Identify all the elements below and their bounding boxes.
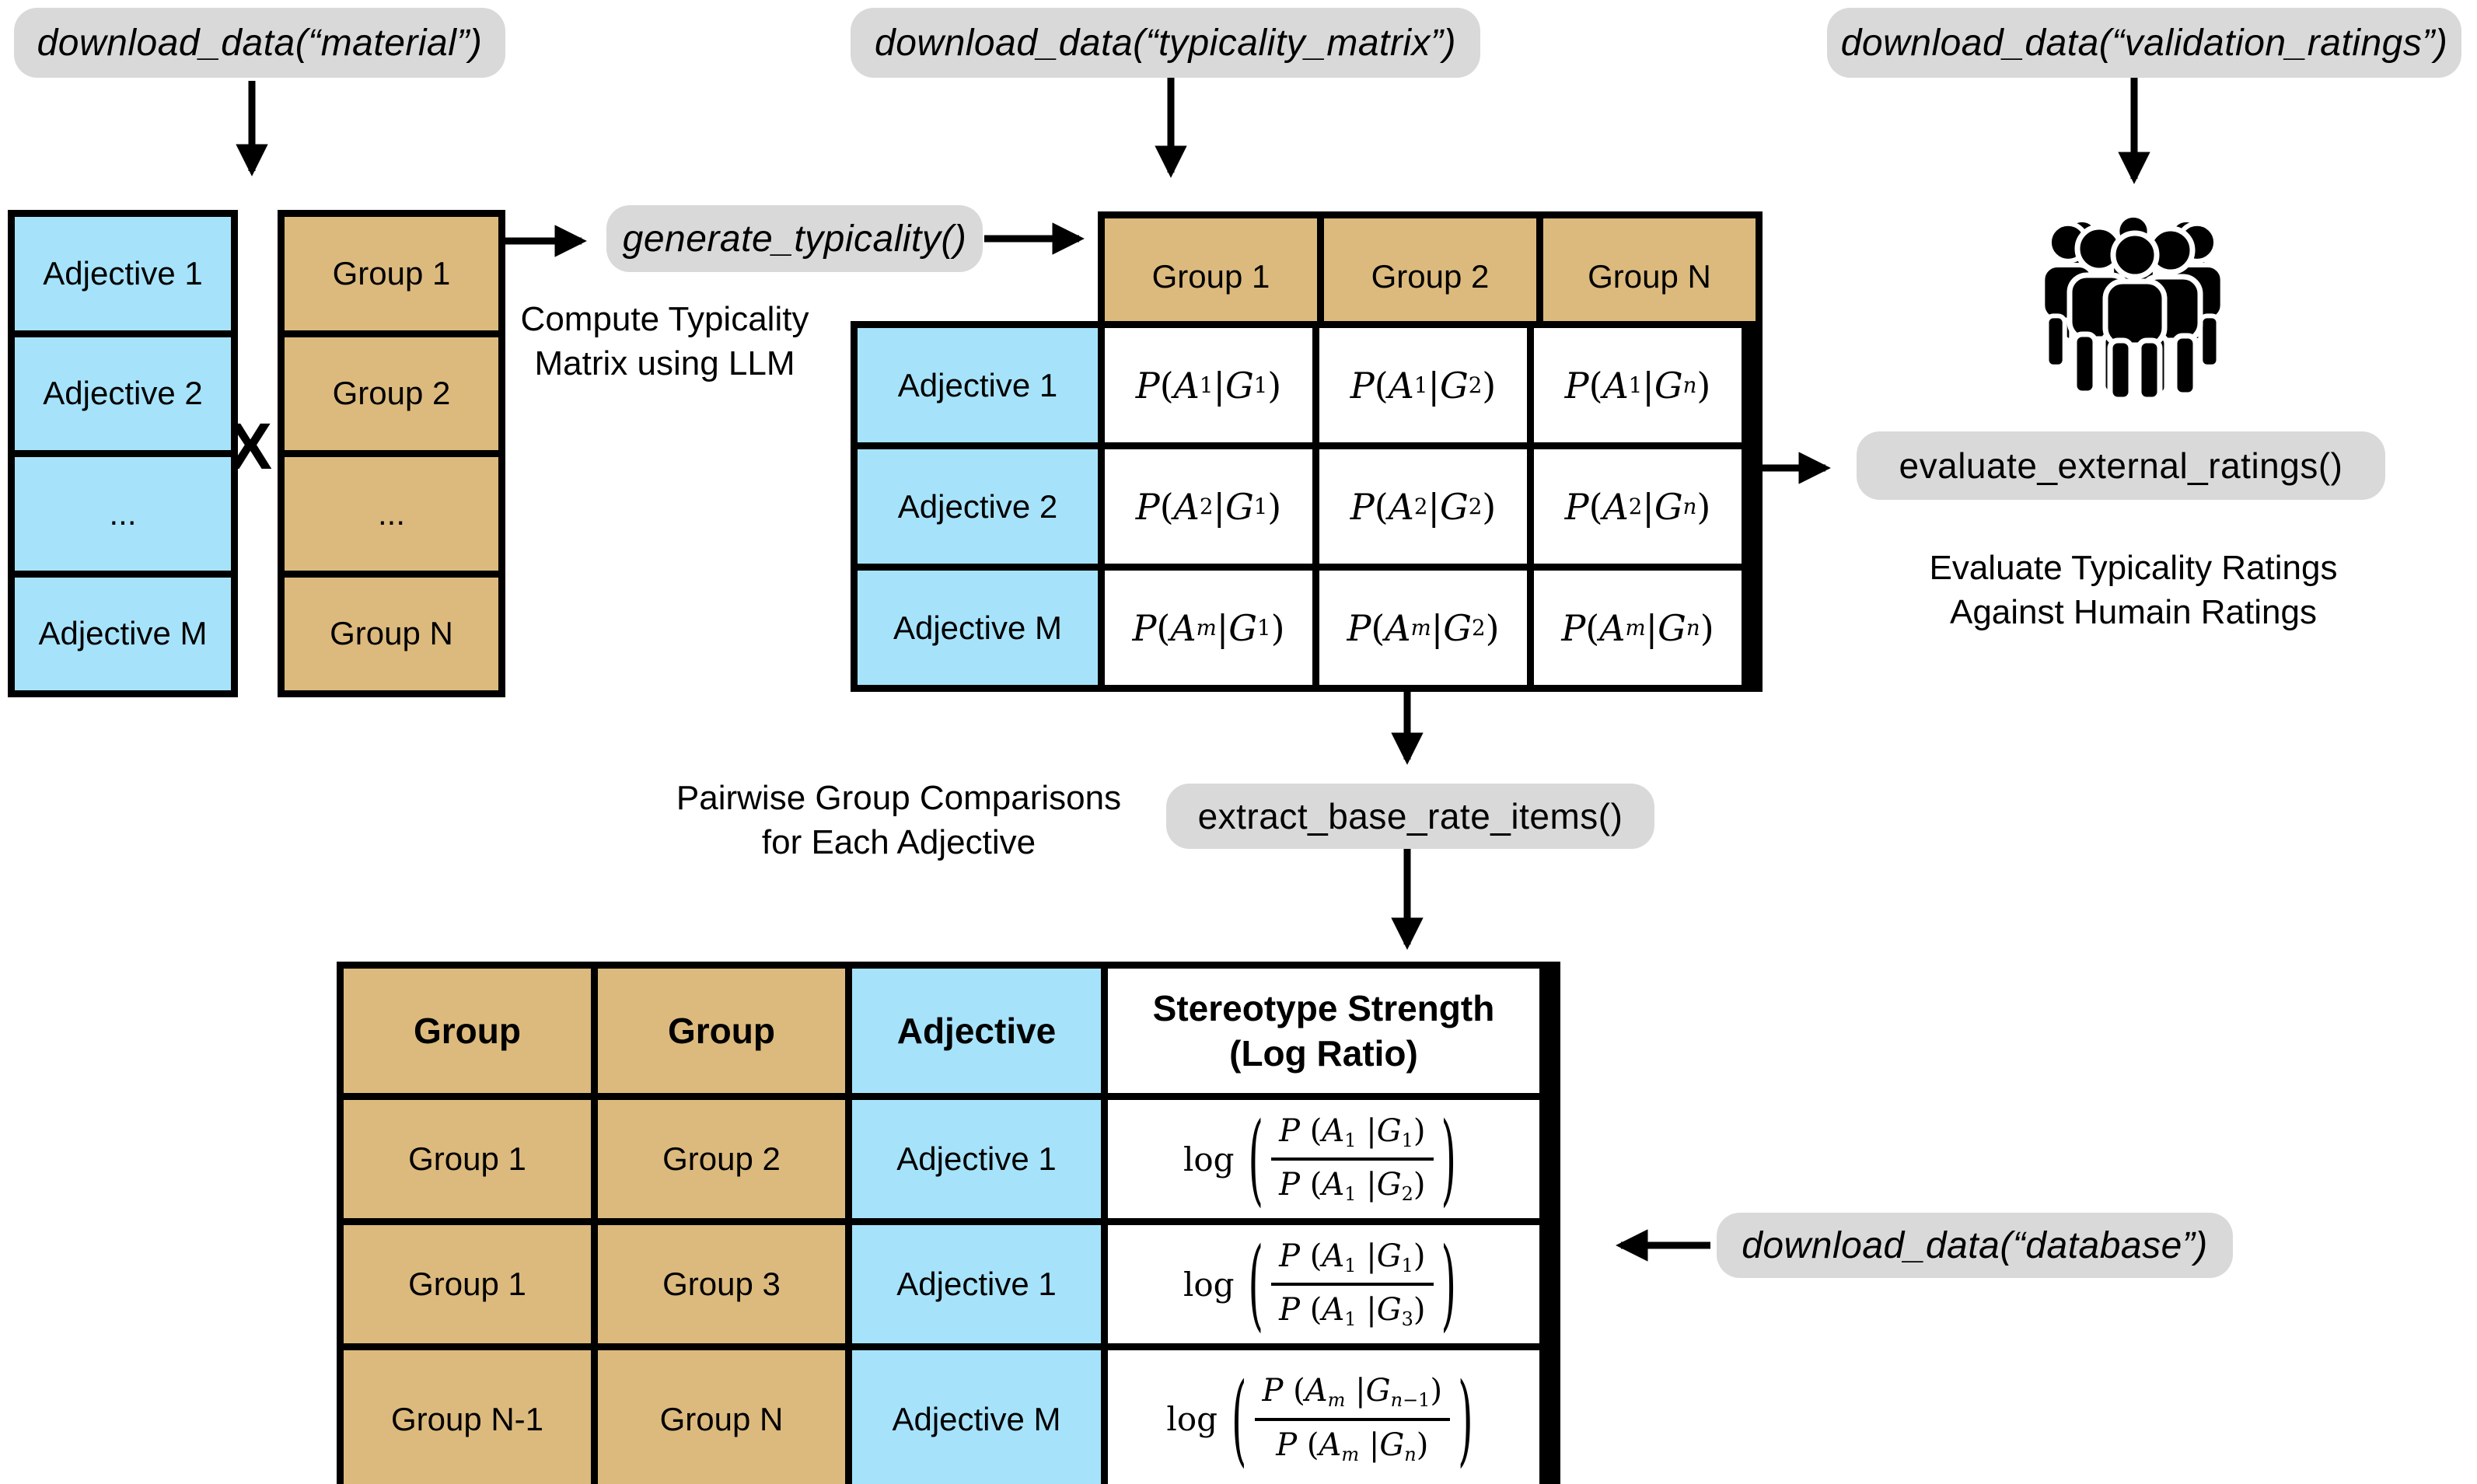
base-rate-cell-group-a: Group N-1	[344, 1350, 591, 1484]
left-paren: (	[1232, 1361, 1247, 1477]
fraction-numerator: P (A1 |G1)	[1271, 1113, 1434, 1161]
base-rate-header-group-b: Group	[598, 969, 845, 1093]
fraction-numerator: P (A1 |G1)	[1271, 1238, 1434, 1286]
left-paren: (	[1248, 1102, 1264, 1217]
left-paren: (	[1248, 1227, 1264, 1342]
base-rate-cell-group-b: Group N	[598, 1350, 845, 1484]
matrix-column-header: Group 1	[1105, 218, 1317, 335]
fraction-denominator: P (A1 |G2)	[1279, 1167, 1426, 1206]
fraction-numerator: P (Am |Gn−1)	[1254, 1373, 1451, 1421]
right-paren: )	[1458, 1361, 1473, 1477]
fraction: P (Am |Gn−1) P (Am |Gn)	[1254, 1373, 1451, 1465]
base-rate-cell-adjective: Adjective 1	[852, 1100, 1101, 1218]
base-rate-cell-group-b: Group 3	[598, 1225, 845, 1343]
fraction: P (A1 |G1) P (A1 |G2)	[1271, 1113, 1434, 1206]
base-rate-cell-adjective: Adjective M	[852, 1350, 1101, 1484]
download-data-material-pill: download_data(“material”)	[14, 8, 505, 78]
base-rate-header-strength: Stereotype Strength (Log Ratio)	[1108, 969, 1539, 1093]
group-list-item: ...	[285, 457, 498, 571]
log-label: log	[1166, 1400, 1218, 1438]
matrix-row-header: Adjective M	[858, 571, 1098, 685]
matrix-column-header: Group 2	[1324, 218, 1536, 335]
matrix-row-header: Adjective 1	[858, 328, 1098, 442]
base-rate-cell-group-b: Group 2	[598, 1100, 845, 1218]
strength-header-line2: (Log Ratio)	[1229, 1033, 1418, 1074]
log-ratio-formula-cell: log (P (A1 |G1) P (A1 |G3))	[1108, 1225, 1539, 1343]
adjective-list-item: ...	[15, 457, 231, 571]
base-rate-header-group-a: Group	[344, 969, 591, 1093]
log-label: log	[1183, 1265, 1235, 1304]
group-list-item: Group N	[285, 577, 498, 690]
base-rate-items-table: Group Group Adjective Stereotype Strengt…	[337, 962, 1560, 1484]
adjective-list-table: Adjective 1 Adjective 2 ... Adjective M	[8, 210, 238, 697]
typicality-matrix-column-headers: Group 1 Group 2 Group N	[1098, 211, 1763, 342]
group-list-table: Group 1 Group 2 ... Group N	[278, 210, 505, 697]
evaluate-ratings-note: Evaluate Typicality Ratings Against Huma…	[1864, 546, 2402, 634]
crowd-icon	[2042, 215, 2222, 400]
pairwise-comparisons-note-line2: for Each Adjective	[761, 823, 1036, 861]
log-label: log	[1183, 1140, 1235, 1178]
extract-base-rate-items-pill: extract_base_rate_items()	[1166, 784, 1654, 849]
matrix-row-header: Adjective 2	[858, 449, 1098, 564]
adjective-list-item: Adjective M	[15, 577, 231, 690]
download-data-typicality-matrix-pill: download_data(“typicality_matrix”)	[851, 8, 1480, 78]
compute-typicality-note: Compute Typicality Matrix using LLM	[431, 297, 898, 386]
evaluate-external-ratings-pill: evaluate_external_ratings()	[1857, 431, 2385, 500]
fraction-denominator: P (A1 |G3)	[1279, 1292, 1426, 1331]
adjective-list-item: Adjective 2	[15, 337, 231, 450]
base-rate-cell-adjective: Adjective 1	[852, 1225, 1101, 1343]
base-rate-cell-group-a: Group 1	[344, 1225, 591, 1343]
base-rate-header-adjective: Adjective	[852, 969, 1101, 1093]
compute-typicality-note-line1: Compute Typicality	[520, 300, 809, 338]
pairwise-comparisons-note-line1: Pairwise Group Comparisons	[676, 779, 1122, 817]
generate-typicality-pill: generate_typicality()	[606, 205, 983, 272]
right-paren: )	[1441, 1227, 1457, 1342]
strength-header-line1: Stereotype Strength	[1152, 988, 1495, 1028]
group-list-item: Group 2	[285, 337, 498, 450]
log-ratio-formula-cell: log (P (Am |Gn−1) P (Am |Gn))	[1108, 1350, 1539, 1484]
log-ratio-formula-cell: log (P (A1 |G1) P (A1 |G2))	[1108, 1100, 1539, 1218]
evaluate-ratings-note-line1: Evaluate Typicality Ratings	[1929, 549, 2338, 587]
compute-typicality-note-line2: Matrix using LLM	[534, 344, 795, 382]
right-paren: )	[1441, 1102, 1457, 1217]
fraction: P (A1 |G1) P (A1 |G3)	[1271, 1238, 1434, 1331]
evaluate-ratings-note-line2: Against Humain Ratings	[1949, 593, 2317, 631]
adjective-list-item: Adjective 1	[15, 217, 231, 330]
base-rate-cell-group-a: Group 1	[344, 1100, 591, 1218]
matrix-column-header: Group N	[1543, 218, 1756, 335]
download-data-validation-ratings-pill: download_data(“validation_ratings”)	[1827, 8, 2461, 78]
download-data-database-pill: download_data(“database”)	[1717, 1213, 2233, 1278]
group-list-item: Group 1	[285, 217, 498, 330]
pairwise-comparisons-note: Pairwise Group Comparisons for Each Adje…	[666, 776, 1132, 864]
fraction-denominator: P (Am |Gn)	[1276, 1426, 1429, 1465]
